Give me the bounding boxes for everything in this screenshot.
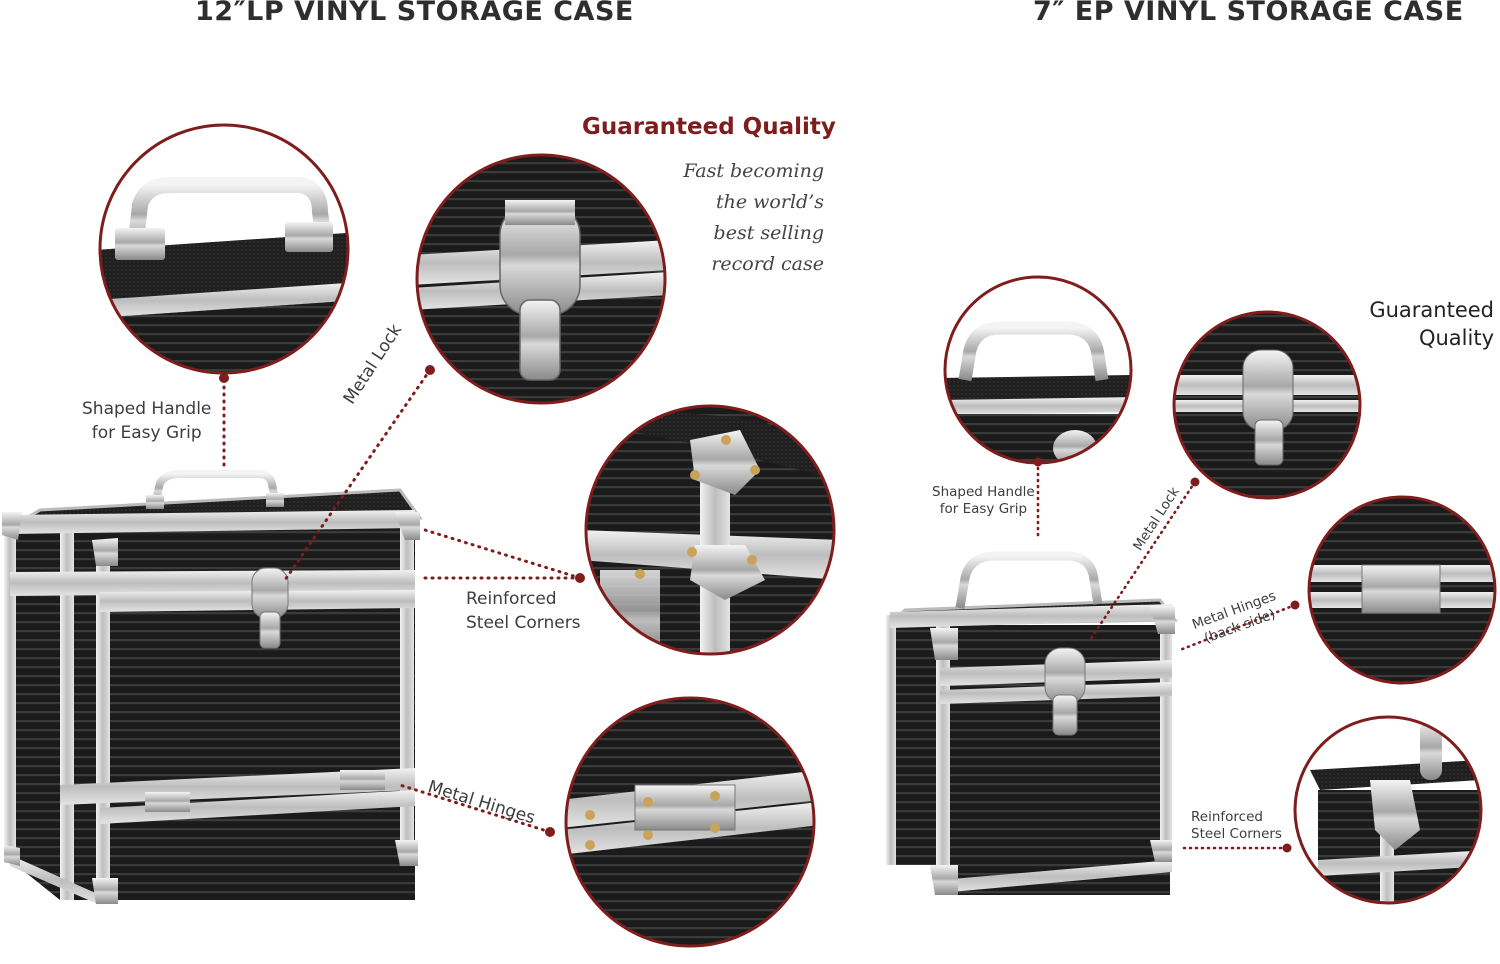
lp-tagline: Fast becoming the world’s best selling r… — [683, 156, 824, 280]
label-line: Shaped Handle — [82, 399, 212, 419]
tagline-line: the world’s — [716, 191, 824, 213]
heading-line: Guaranteed — [1369, 298, 1494, 322]
lock-detail-circle — [415, 153, 667, 405]
ep-lock-detail-circle — [1172, 310, 1362, 500]
ep-handle-detail-circle — [943, 275, 1133, 465]
label-line: Steel Corners — [466, 613, 581, 633]
hinges-detail-circle — [564, 696, 816, 948]
ep-handle-label: Shaped Handle for Easy Grip — [932, 484, 1035, 518]
ep-title: 7″ EP VINYL STORAGE CASE — [1033, 0, 1464, 27]
ep-corners-label: Reinforced Steel Corners — [1191, 809, 1282, 843]
lp-corners-label: Reinforced Steel Corners — [466, 587, 581, 635]
tagline-line: Fast becoming — [683, 160, 824, 182]
label-line: for Easy Grip — [939, 501, 1028, 517]
label-line: Shaped Handle — [932, 484, 1035, 500]
label-line: Steel Corners — [1191, 826, 1282, 842]
ep-quality-heading: Guaranteed Quality — [1369, 296, 1494, 352]
label-line: Reinforced — [466, 589, 557, 609]
heading-line: Quality — [1418, 326, 1494, 350]
lp-quality-heading: Guaranteed Quality — [582, 114, 836, 140]
tagline-line: best selling — [713, 222, 824, 244]
label-line: for Easy Grip — [91, 423, 202, 443]
ep-hinges-detail-circle — [1307, 495, 1497, 685]
ep-case — [886, 551, 1178, 895]
tagline-line: record case — [711, 253, 824, 275]
lp-case — [2, 470, 423, 905]
ep-corners-detail-circle — [1293, 715, 1483, 905]
handle-detail-circle — [98, 123, 350, 375]
lp-title: 12″LP VINYL STORAGE CASE — [195, 0, 634, 27]
corners-detail-circle — [584, 404, 836, 656]
label-line: Reinforced — [1191, 809, 1263, 825]
lp-handle-label: Shaped Handle for Easy Grip — [82, 397, 211, 445]
